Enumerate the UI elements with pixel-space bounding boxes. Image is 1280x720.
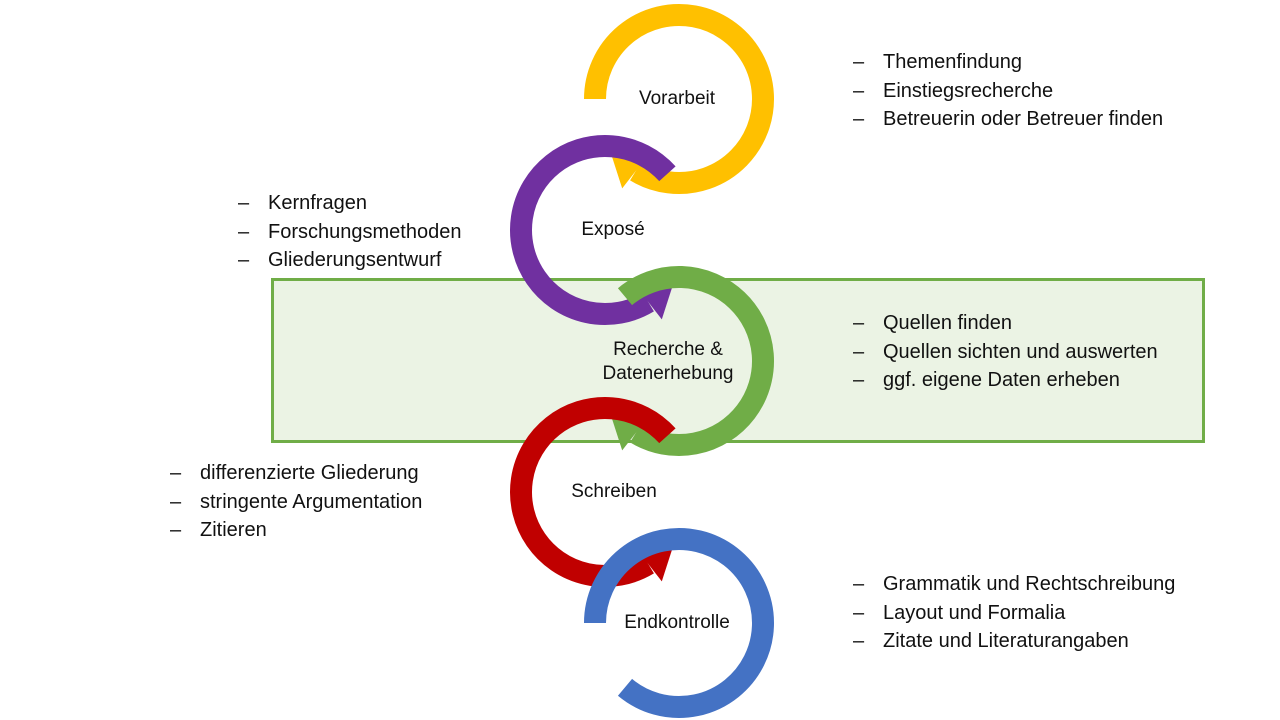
stage-label-recherche-line2: Datenerhebung [602, 363, 734, 384]
list-item: Quellen sichten und auswerten [853, 338, 1158, 367]
list-item: Kernfragen [238, 189, 461, 218]
list-item: ggf. eigene Daten erheben [853, 366, 1158, 395]
stage-label-vorarbeit: Vorarbeit [638, 88, 716, 109]
list-item: stringente Argumentation [170, 488, 422, 517]
stage-label-endkontrolle: Endkontrolle [624, 612, 730, 633]
list-item: differenzierte Gliederung [170, 459, 422, 488]
list-item: Zitieren [170, 516, 422, 545]
list-item: Forschungsmethoden [238, 218, 461, 247]
list-item: Grammatik und Rechtschreibung [853, 570, 1175, 599]
stage-label-expose: Exposé [581, 219, 645, 240]
arrow-recherche [617, 266, 774, 456]
list-item: Betreuerin oder Betreuer finden [853, 105, 1163, 134]
list-item: Quellen finden [853, 309, 1158, 338]
details-schreiben: differenzierte Gliederung stringente Arg… [170, 459, 422, 545]
details-recherche: Quellen finden Quellen sichten und auswe… [853, 309, 1158, 395]
list-item: Einstiegsrecherche [853, 77, 1163, 106]
ring-endkontrolle [584, 528, 774, 718]
stage-label-recherche: Recherche & Datenerhebung [603, 338, 734, 386]
details-endkontrolle: Grammatik und Rechtschreibung Layout und… [853, 570, 1175, 656]
stage-label-recherche-line1: Recherche & [613, 339, 723, 360]
arrow-schreiben [510, 397, 676, 587]
stage-label-schreiben: Schreiben [571, 481, 657, 502]
arrow-expose [510, 135, 676, 325]
list-item: Themenfindung [853, 48, 1163, 77]
list-item: Zitate und Literaturangaben [853, 627, 1175, 656]
list-item: Gliederungsentwurf [238, 246, 461, 275]
details-expose: Kernfragen Forschungsmethoden Gliederung… [238, 189, 461, 275]
arrow-vorarbeit [584, 4, 774, 194]
list-item: Layout und Formalia [853, 599, 1175, 628]
details-vorarbeit: Themenfindung Einstiegsrecherche Betreue… [853, 48, 1163, 134]
